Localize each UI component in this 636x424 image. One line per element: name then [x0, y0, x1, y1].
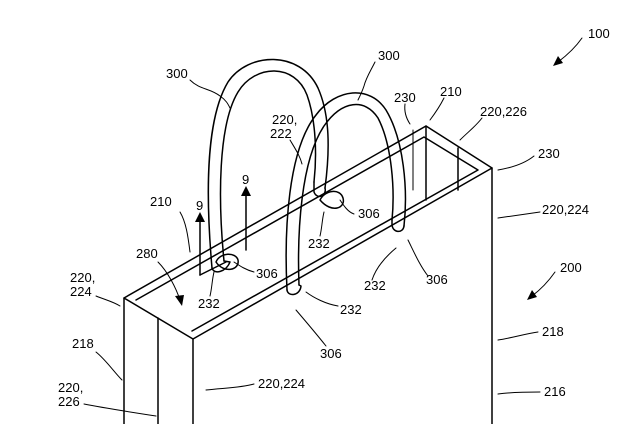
- label-306-bottom: 306: [320, 346, 342, 361]
- handle-right: [215, 92, 407, 296]
- label-232-bottom: 232: [340, 302, 362, 317]
- label-230-top: 230: [394, 90, 416, 105]
- label-232-mid: 232: [308, 236, 330, 251]
- label-306-mid: 306: [358, 206, 380, 221]
- label-100: 100: [588, 26, 610, 41]
- label-210-left: 210: [150, 194, 172, 209]
- label-220-224-left-line2: 224: [70, 284, 92, 299]
- label-218-right: 218: [542, 324, 564, 339]
- handle-left: [207, 58, 329, 273]
- reference-labels: 100 300 300 230 210 220, 222 220,226 230…: [58, 26, 610, 409]
- label-306-right: 306: [426, 272, 448, 287]
- label-220-226-left-line2: 226: [58, 394, 80, 409]
- label-9-right: 9: [242, 172, 249, 187]
- label-220-224-bottom: 220,224: [258, 376, 305, 391]
- label-220-222-line1: 220,: [272, 112, 297, 127]
- label-232-right: 232: [364, 278, 386, 293]
- label-300-left: 300: [166, 66, 188, 81]
- label-220-224-left-line1: 220,: [70, 270, 95, 285]
- label-210-top: 210: [440, 84, 462, 99]
- label-230-right: 230: [538, 146, 560, 161]
- label-220-222-line2: 222: [270, 126, 292, 141]
- label-280: 280: [136, 246, 158, 261]
- leader-lines: [83, 61, 541, 417]
- label-300-right: 300: [378, 48, 400, 63]
- arrow-200: [527, 271, 556, 300]
- label-218-left: 218: [72, 336, 94, 351]
- arrow-100: [553, 37, 583, 66]
- arrow-280: [157, 261, 184, 306]
- label-220-226-top: 220,226: [480, 104, 527, 119]
- section-arrows-9: [195, 186, 251, 276]
- label-306-left: 306: [256, 266, 278, 281]
- label-216: 216: [544, 384, 566, 399]
- label-220-224-right: 220,224: [542, 202, 589, 217]
- label-9-left: 9: [196, 198, 203, 213]
- label-200: 200: [560, 260, 582, 275]
- label-232-left: 232: [198, 296, 220, 311]
- label-220-226-left-line1: 220,: [58, 380, 83, 395]
